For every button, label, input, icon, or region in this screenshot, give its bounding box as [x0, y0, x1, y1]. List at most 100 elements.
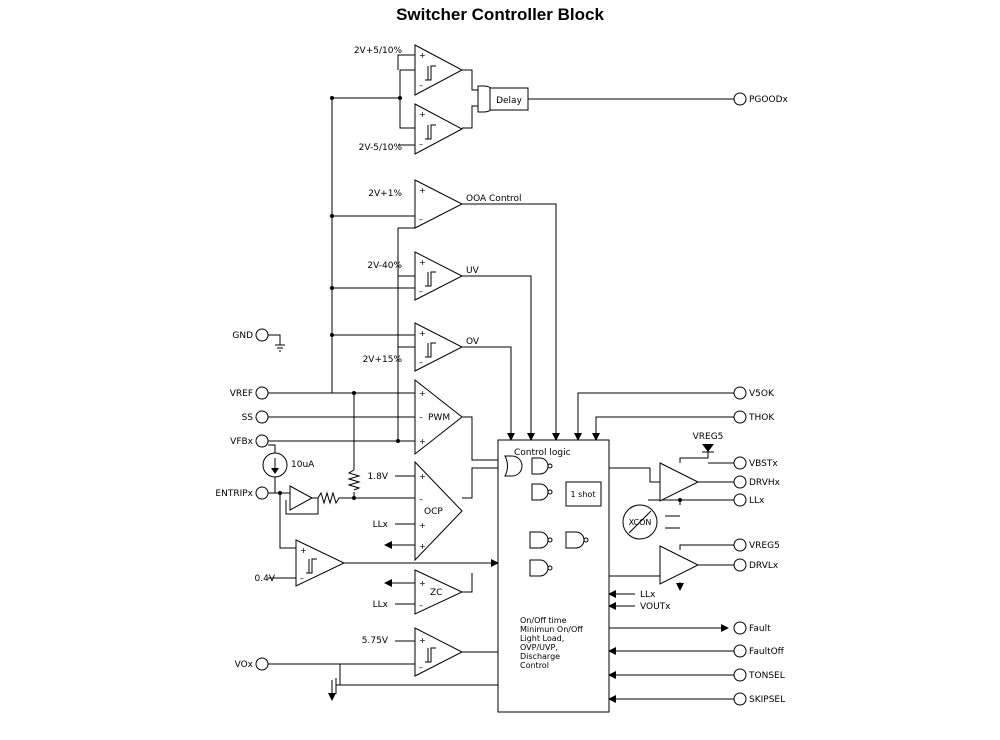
ooa-ref: 2V+1%: [368, 189, 402, 199]
svg-text:+: +: [419, 472, 426, 481]
svg-text:–: –: [419, 215, 423, 224]
current-source-icon: [262, 452, 288, 478]
comparator-pg-low: +–: [414, 103, 464, 155]
ooa-signal-label: OOA Control: [466, 194, 522, 204]
pin-vbst-label: VBSTx: [749, 459, 778, 469]
pin-fault-label: Fault: [749, 624, 771, 634]
delay-label: Delay: [496, 96, 522, 106]
uv-signal-label: UV: [466, 266, 480, 276]
ov-signal-label: OV: [466, 337, 480, 347]
pin-thok: THOK: [733, 410, 775, 424]
zc-llx-label: LLx: [373, 600, 389, 610]
svg-text:+: +: [419, 437, 426, 446]
svg-text:–: –: [419, 140, 423, 149]
status-line-3: Light Load,: [520, 634, 564, 643]
pin-vref-label: VREF: [230, 389, 253, 399]
svg-text:–: –: [419, 663, 423, 672]
ocp-llx-label: LLx: [373, 520, 389, 530]
pin-entrip-label: ENTRIPx: [215, 489, 253, 499]
ov-ref: 2V+15%: [363, 355, 403, 365]
svg-text:–: –: [419, 601, 423, 610]
pin-pgood: PGOODx: [733, 92, 788, 106]
svg-text:+: +: [419, 329, 426, 338]
high-side-driver: [659, 444, 714, 502]
status-line-2: Minimun On/Off: [520, 625, 583, 634]
pin-vbst: VBSTx: [733, 456, 778, 470]
left-pins: GND VREF SS VFBx ENTRIPx VOx: [215, 328, 269, 671]
vreg5-top-label: VREG5: [693, 432, 724, 442]
pin-fault: Fault: [733, 621, 771, 635]
voutx-input-label: VOUTx: [640, 602, 671, 612]
status-line-4: OVP/UVP,: [520, 643, 558, 652]
entrip-resistor-icon: [317, 491, 356, 505]
ocp-label: OCP: [424, 507, 443, 517]
pg-high-ref: 2V+5/10%: [354, 46, 403, 56]
one-shot-label: 1 shot: [571, 490, 596, 499]
pin-drvh: DRVHx: [733, 475, 781, 489]
xcon-label: XCON: [629, 518, 652, 527]
pin-vo: VOx: [235, 657, 269, 671]
low-side-driver: [659, 545, 700, 585]
uv-ref: 2V-40%: [367, 261, 402, 271]
xcon-block: XCON: [622, 504, 658, 540]
comparator-ooa: +–: [414, 179, 464, 229]
svg-text:+: +: [419, 542, 426, 551]
pin-vfb-label: VFBx: [230, 437, 254, 447]
pin-llx: LLx: [733, 493, 765, 507]
status-line-6: Control: [520, 661, 549, 670]
comparator-uv: +–: [414, 251, 464, 301]
svg-text:–: –: [419, 287, 423, 296]
pin-llx-label: LLx: [749, 496, 765, 506]
pin-thok-label: THOK: [748, 413, 775, 423]
comparator-ov: +–: [414, 322, 464, 372]
svg-text:+: +: [300, 546, 307, 555]
svg-text:+: +: [419, 110, 426, 119]
ocp-ref: 1.8V: [368, 472, 389, 482]
pin-vreg5: VREG5: [733, 538, 780, 552]
pin-vfb: VFBx: [230, 434, 269, 448]
zc-comparator: +–: [414, 569, 464, 615]
svg-text:+: +: [419, 521, 426, 530]
pin-faultoff: FaultOff: [733, 644, 785, 658]
pin-vreg5-label: VREG5: [749, 541, 780, 551]
pin-tonsel: TONSEL: [733, 668, 785, 682]
svg-text:–: –: [300, 574, 304, 583]
svg-text:+: +: [419, 579, 426, 588]
entrip-buffer: [289, 485, 314, 511]
status-line-1: On/Off time: [520, 616, 567, 625]
svg-text:+: +: [419, 258, 426, 267]
current-source-value: 10uA: [291, 460, 315, 470]
pwm-label: PWM: [428, 413, 450, 423]
pin-vo-label: VOx: [235, 660, 254, 670]
pin-faultoff-label: FaultOff: [749, 647, 785, 657]
pin-gnd-label: GND: [232, 331, 253, 341]
pin-pgood-label: PGOODx: [749, 95, 788, 105]
pwm-comparator: + – +: [414, 378, 463, 456]
pin-v5ok-label: V5OK: [749, 389, 775, 399]
control-logic-block: Control logic 1 shot On/Off time Minimun…: [497, 439, 610, 713]
pin-entrip: ENTRIPx: [215, 486, 269, 500]
ocp-comparator: + – + +: [414, 460, 463, 562]
vo-ref: 5.75V: [362, 636, 389, 646]
junction-dots: [278, 96, 682, 502]
pg-low-ref: 2V-5/10%: [359, 143, 403, 153]
svg-text:+: +: [419, 636, 426, 645]
control-logic-label: Control logic: [514, 448, 571, 458]
svg-text:+: +: [419, 389, 426, 398]
entrip-ref: 0.4V: [255, 574, 276, 584]
vox-switch-icon: [331, 678, 340, 694]
svg-text:–: –: [419, 413, 423, 422]
pin-vref: VREF: [230, 386, 269, 400]
svg-text:+: +: [419, 186, 426, 195]
zc-label: ZC: [430, 588, 442, 598]
svg-text:–: –: [419, 81, 423, 90]
pin-skipsel: SKIPSEL: [733, 692, 785, 706]
pin-drvh-label: DRVHx: [749, 478, 781, 488]
pin-drvl: DRVLx: [733, 558, 779, 572]
svg-text:–: –: [419, 495, 423, 504]
pin-drvl-label: DRVLx: [749, 561, 779, 571]
vo-comparator: +–: [414, 627, 464, 677]
llx-input-label: LLx: [640, 590, 656, 600]
entrip-comparator: +–: [295, 539, 346, 587]
